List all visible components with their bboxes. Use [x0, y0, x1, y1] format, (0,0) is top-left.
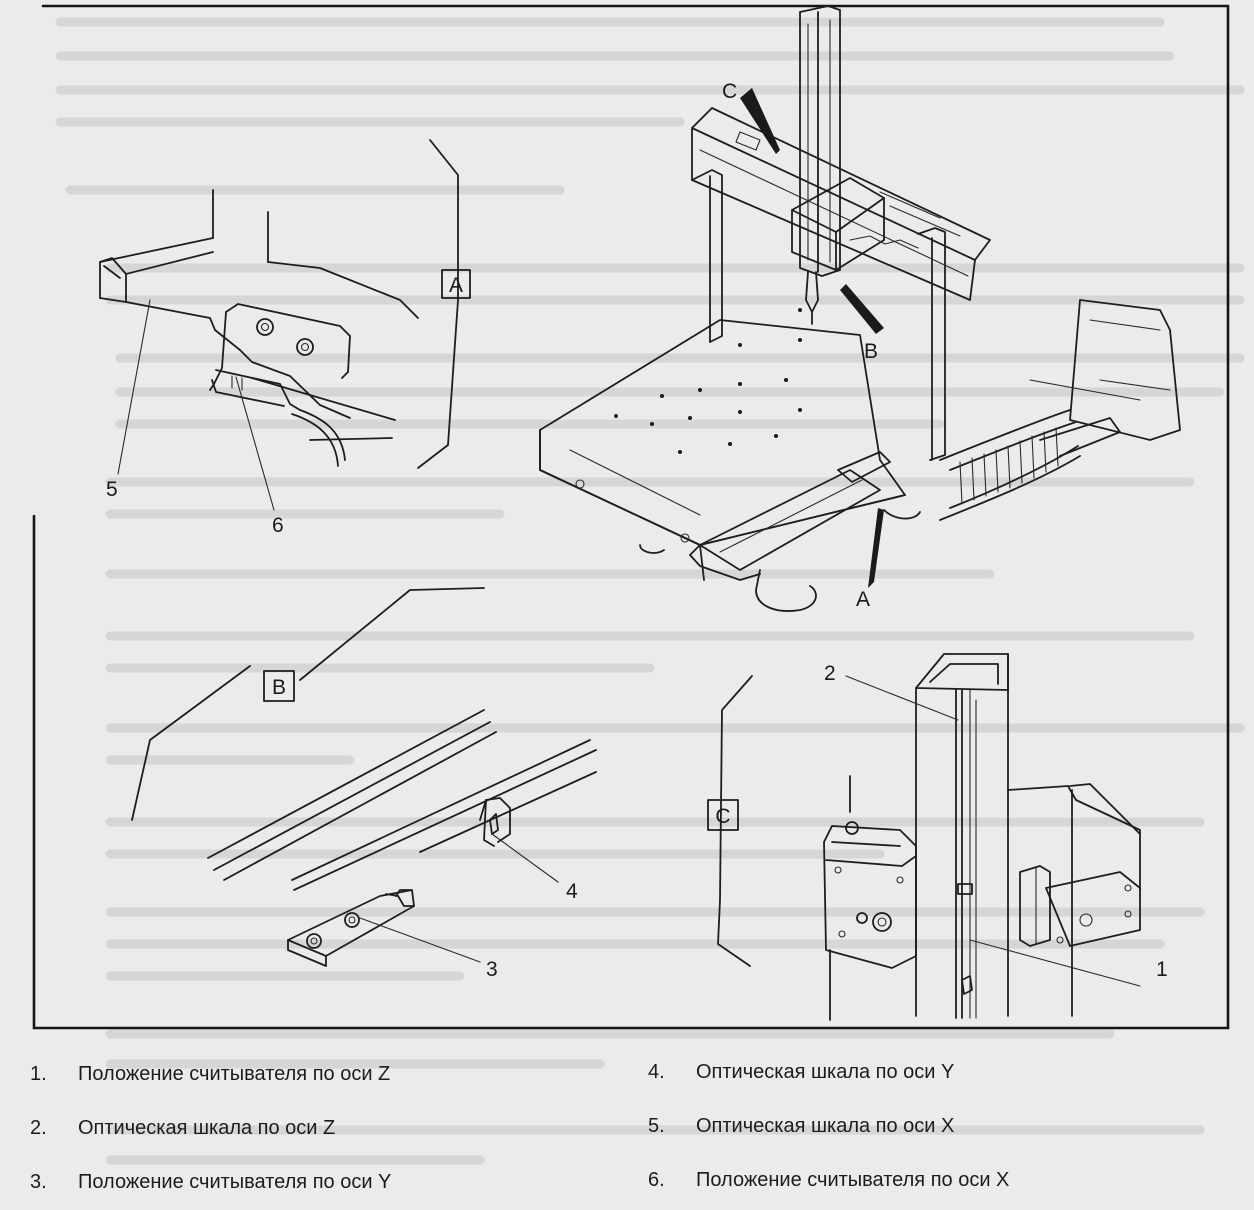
- legend-item-6: 6. Положение считывателя по оси X: [648, 1168, 1009, 1192]
- callout-number-2: 2: [824, 662, 836, 685]
- callout-number-1: 1: [1156, 958, 1168, 981]
- figure-frame: [32, 4, 1230, 1030]
- legend-text: Положение считывателя по оси X: [696, 1169, 1010, 1191]
- figure-legend: 1. Положение считывателя по оси Z 2. Оптич…: [0, 1040, 1254, 1210]
- legend-number: 1.: [30, 1063, 47, 1085]
- legend-number: 3.: [30, 1171, 47, 1193]
- svg-text:A: A: [449, 274, 463, 297]
- legend-number: 4.: [648, 1061, 665, 1083]
- legend-number: 5.: [648, 1115, 665, 1137]
- callout-number-6: 6: [272, 514, 284, 537]
- callout-number-5: 5: [106, 478, 118, 501]
- view-label-box-a: A: [441, 269, 471, 299]
- callout-number-3: 3: [486, 958, 498, 981]
- callout-number-4: 4: [566, 880, 578, 903]
- machine-diagram: A B C C B A 1 2 3 4 5 6: [32, 4, 1230, 1030]
- legend-text: Оптическая шкала по оси Y: [696, 1061, 955, 1083]
- detail-view-c: [717, 653, 1141, 1021]
- legend-number: 6.: [648, 1169, 665, 1191]
- legend-item-4: 4. Оптическая шкала по оси Y: [648, 1060, 954, 1084]
- machine-pointer-a: A: [856, 588, 870, 611]
- legend-number: 2.: [30, 1117, 47, 1139]
- machine-pointer-b: B: [864, 340, 878, 363]
- legend-item-1: 1. Положение считывателя по оси Z: [30, 1062, 390, 1086]
- legend-item-2: 2. Оптическая шкала по оси Z: [30, 1116, 335, 1140]
- detail-view-a: [99, 139, 459, 511]
- machine-pointer-c: C: [722, 80, 737, 103]
- legend-text: Оптическая шкала по оси Z: [78, 1117, 336, 1139]
- view-label-box-b: B: [263, 670, 295, 702]
- detail-view-b: [131, 587, 597, 967]
- measuring-machine-body: [539, 5, 1181, 612]
- legend-item-5: 5. Оптическая шкала по оси X: [648, 1114, 954, 1138]
- svg-text:B: B: [272, 676, 286, 699]
- legend-text: Оптическая шкала по оси X: [696, 1115, 955, 1137]
- legend-text: Положение считывателя по оси Y: [78, 1171, 392, 1193]
- svg-text:C: C: [715, 805, 730, 828]
- legend-item-3: 3. Положение считывателя по оси Y: [30, 1170, 391, 1194]
- view-label-box-c: C: [707, 799, 739, 831]
- legend-text: Положение считывателя по оси Z: [78, 1063, 391, 1085]
